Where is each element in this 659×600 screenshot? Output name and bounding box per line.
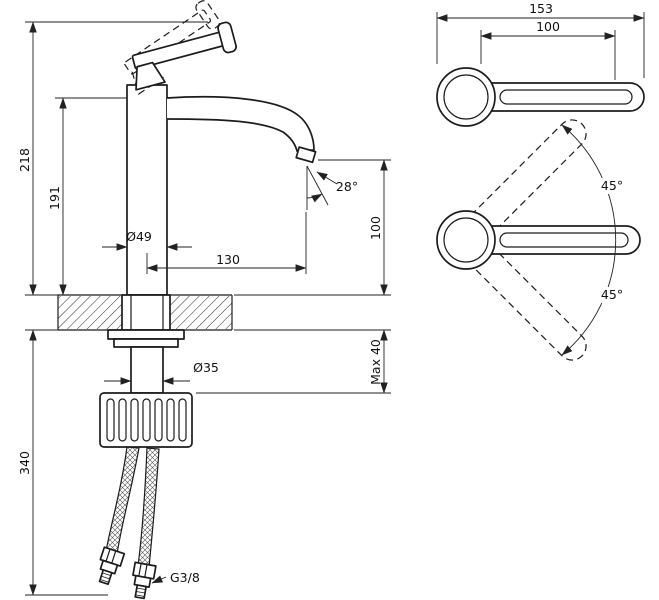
dim-lever-length-label: 100 xyxy=(536,19,560,34)
deck-hatch-left xyxy=(58,296,122,329)
thread-label: G3/8 xyxy=(170,570,200,585)
extension-lines xyxy=(25,21,391,596)
threaded-shank xyxy=(130,346,164,394)
top-view-swivel: 45° 45° xyxy=(436,119,641,361)
dim-spout-angle-label: 28° xyxy=(336,179,358,194)
swivel-arc xyxy=(561,124,617,356)
mounting-nut xyxy=(99,392,193,448)
handle-lever-slot xyxy=(499,89,633,105)
washer-upper xyxy=(107,329,185,340)
label-bg xyxy=(594,287,632,303)
handle-cap-inner xyxy=(443,217,489,263)
dim-base-dia-label: Ø49 xyxy=(126,229,152,244)
washer-lower xyxy=(113,338,179,348)
handle-cap-inner xyxy=(443,74,489,120)
handle-solid xyxy=(131,21,237,91)
spout-angle-construction xyxy=(306,165,338,210)
top-view-straight: 153 100 xyxy=(436,1,645,127)
dim-below-deck-label: 340 xyxy=(17,451,32,475)
faucet-spout xyxy=(166,95,315,152)
deck-hatch-right xyxy=(170,296,232,329)
dim-length-total-label: 153 xyxy=(529,1,553,16)
hose-fitting-right xyxy=(132,561,157,600)
side-view: 218 191 340 100 Max 40 Ø49 130 Ø35 28° G… xyxy=(17,0,391,600)
supply-hose-left xyxy=(105,446,140,555)
handle-cap-outer xyxy=(436,67,496,127)
swivel-angle-up-label: 45° xyxy=(601,178,623,193)
dim-outlet-height-label: 100 xyxy=(368,216,383,240)
handle-cap-outer xyxy=(436,210,496,270)
dim-shank-dia-label: Ø35 xyxy=(193,360,219,375)
dim-reach-label: 130 xyxy=(216,252,240,267)
mounting-deck xyxy=(57,294,233,331)
dim-deck-max-label: Max 40 xyxy=(368,339,383,385)
supply-hose-right xyxy=(137,447,160,569)
dim-height-total-label: 218 xyxy=(17,148,32,172)
spout-aerator xyxy=(295,146,317,164)
swivel-angle-down-label: 45° xyxy=(601,287,623,302)
dim-height-spout-label: 191 xyxy=(47,186,62,210)
label-bg xyxy=(594,178,632,194)
hose-fitting-left xyxy=(98,546,126,586)
thread-leader-line xyxy=(151,575,167,584)
